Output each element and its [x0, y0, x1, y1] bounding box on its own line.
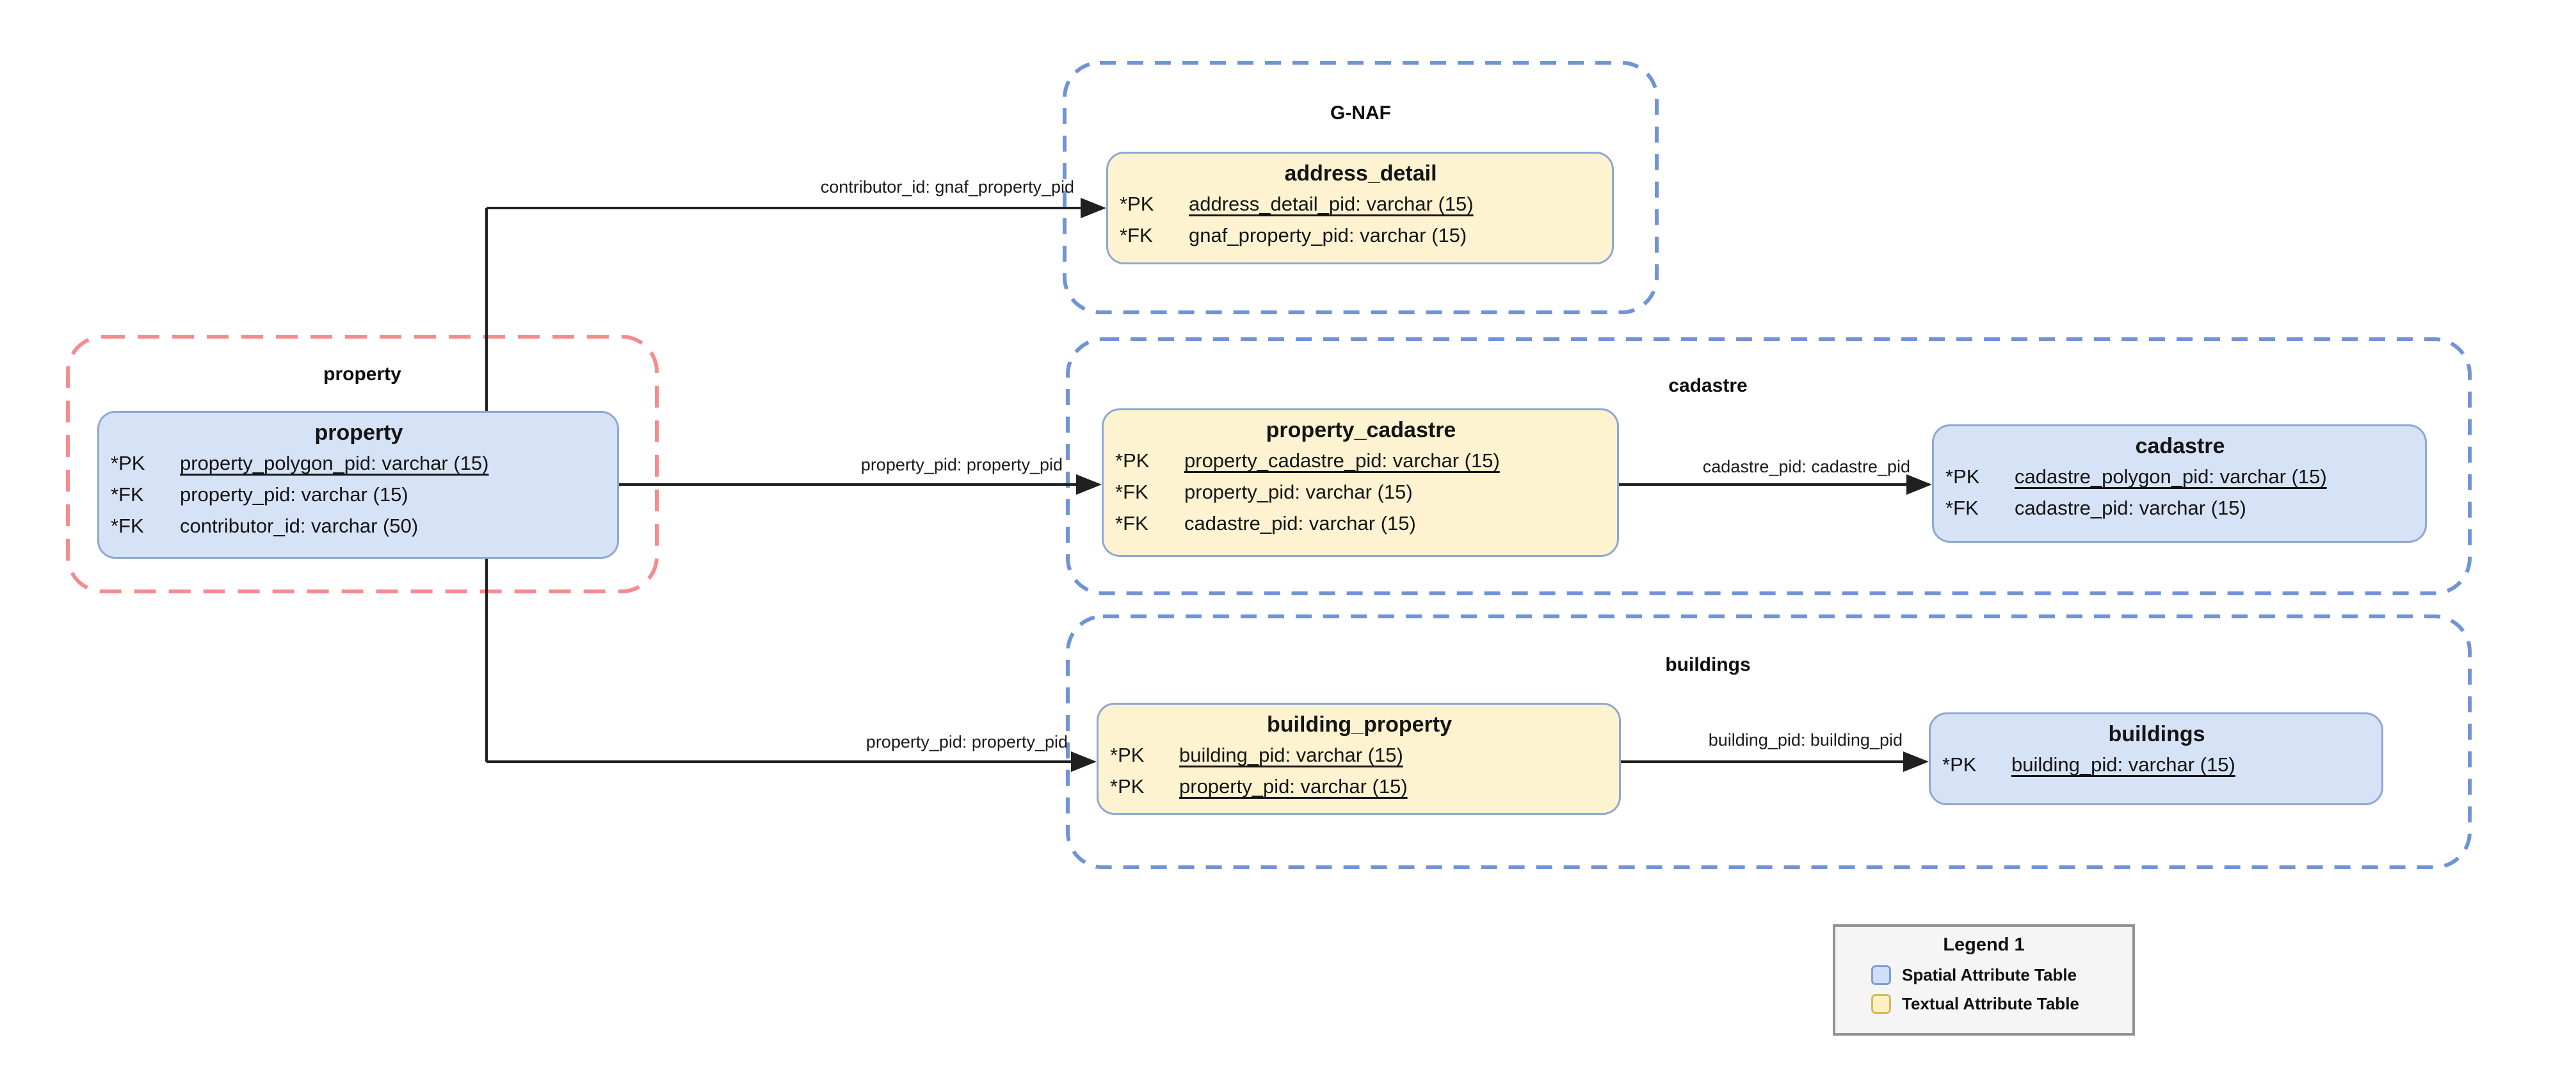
row-key: *PK: [1110, 775, 1145, 798]
cadastre-group-label: cadastre: [1668, 375, 1748, 396]
table-buildings: buildings *PK building_pid: varchar (15): [1929, 712, 2383, 805]
table-row: *PK property_pid: varchar (15): [1110, 771, 1609, 802]
row-key: *PK: [1115, 449, 1150, 472]
cadastre-group-outline: [1066, 337, 2472, 595]
buildings-group-label: buildings: [1665, 654, 1751, 675]
table-row: *FK property_pid: varchar (15): [111, 479, 607, 510]
row-key: *FK: [1115, 512, 1148, 534]
legend-entry: Textual Attribute Table: [1871, 993, 2132, 1014]
row-key: *FK: [111, 515, 144, 537]
row-attribute: cadastre_polygon_pid: varchar (15): [2015, 465, 2327, 488]
property-group-label: property: [323, 364, 401, 385]
row-attribute: property_cadastre_pid: varchar (15): [1184, 449, 1500, 472]
row-key: *PK: [1120, 193, 1154, 215]
row-attribute: address_detail_pid: varchar (15): [1189, 193, 1474, 215]
table-address-detail: address_detail *PK address_detail_pid: v…: [1106, 152, 1614, 264]
gnaf-group-outline: [1063, 61, 1659, 314]
row-attribute: property_polygon_pid: varchar (15): [180, 452, 489, 474]
connector-label-cadastre-pid: cadastre_pid: cadastre_pid: [1702, 457, 1910, 476]
table-row: *PK property_polygon_pid: varchar (15): [111, 447, 607, 479]
table-title: property: [314, 421, 403, 445]
table-title: building_property: [1267, 712, 1452, 737]
row-attribute: contributor_id: varchar (50): [180, 515, 419, 537]
row-key: *PK: [1110, 744, 1145, 766]
textual-swatch-icon: [1871, 993, 1891, 1014]
legend-title: Legend 1: [1943, 935, 2025, 955]
row-key: *FK: [1120, 224, 1153, 246]
table-title: buildings: [2108, 722, 2205, 746]
table-row: *PK address_detail_pid: varchar (15): [1120, 188, 1602, 220]
table-row: *PK property_cadastre_pid: varchar (15): [1115, 445, 1607, 476]
row-attribute: property_pid: varchar (15): [1179, 775, 1408, 798]
row-attribute: property_pid: varchar (15): [180, 483, 408, 506]
legend-entry-label: Textual Attribute Table: [1902, 994, 2079, 1013]
connector-label-building-pid: building_pid: building_pid: [1708, 730, 1903, 750]
gnaf-group-label: G-NAF: [1330, 102, 1391, 124]
table-property-cadastre: property_cadastre *PK property_cadastre_…: [1102, 408, 1619, 557]
legend-entry: Spatial Attribute Table: [1871, 965, 2132, 985]
connector-label-property-pid-building: property_pid: property_pid: [865, 732, 1068, 751]
table-row: *PK building_pid: varchar (15): [1110, 739, 1609, 771]
table-property: property *PK property_polygon_pid: varch…: [97, 411, 619, 559]
spatial-swatch-icon: [1871, 965, 1891, 985]
table-row: *FK property_pid: varchar (15): [1115, 476, 1607, 508]
table-row: *FK gnaf_property_pid: varchar (15): [1120, 220, 1602, 251]
table-building-property: building_property *PK building_pid: varc…: [1097, 703, 1621, 815]
table-title: property_cadastre: [1266, 418, 1456, 442]
connector-label-contributor-id: contributor_id: gnaf_property_pid: [820, 177, 1074, 197]
table-row: *FK cadastre_pid: varchar (15): [1115, 508, 1607, 539]
legend: Legend 1 Spatial Attribute Table Textual…: [1833, 924, 2135, 1036]
row-attribute: building_pid: varchar (15): [1179, 744, 1403, 766]
table-title: cadastre: [2135, 434, 2225, 458]
row-key: *PK: [1945, 465, 1980, 488]
row-key: *PK: [1942, 753, 1977, 776]
row-attribute: cadastre_pid: varchar (15): [2015, 497, 2246, 519]
row-key: *FK: [1115, 481, 1148, 503]
row-key: *FK: [1945, 497, 1979, 519]
table-row: *FK cadastre_pid: varchar (15): [1945, 492, 2415, 524]
table-cadastre: cadastre *PK cadastre_polygon_pid: varch…: [1932, 424, 2427, 543]
row-attribute: gnaf_property_pid: varchar (15): [1189, 224, 1467, 246]
table-row: *FK contributor_id: varchar (50): [111, 510, 607, 542]
table-row: *PK cadastre_polygon_pid: varchar (15): [1945, 461, 2415, 492]
connector-label-property-pid-cadastre: property_pid: property_pid: [860, 455, 1063, 474]
row-attribute: building_pid: varchar (15): [2011, 753, 2235, 776]
table-row: *PK building_pid: varchar (15): [1942, 749, 2371, 780]
row-attribute: property_pid: varchar (15): [1184, 481, 1413, 503]
row-key: *FK: [111, 483, 144, 506]
legend-entry-label: Spatial Attribute Table: [1902, 965, 2077, 984]
table-title: address_detail: [1284, 161, 1437, 186]
row-attribute: cadastre_pid: varchar (15): [1184, 512, 1416, 534]
buildings-group-outline: [1066, 614, 2472, 869]
row-key: *PK: [111, 452, 145, 474]
property-group-outline: [66, 335, 659, 593]
